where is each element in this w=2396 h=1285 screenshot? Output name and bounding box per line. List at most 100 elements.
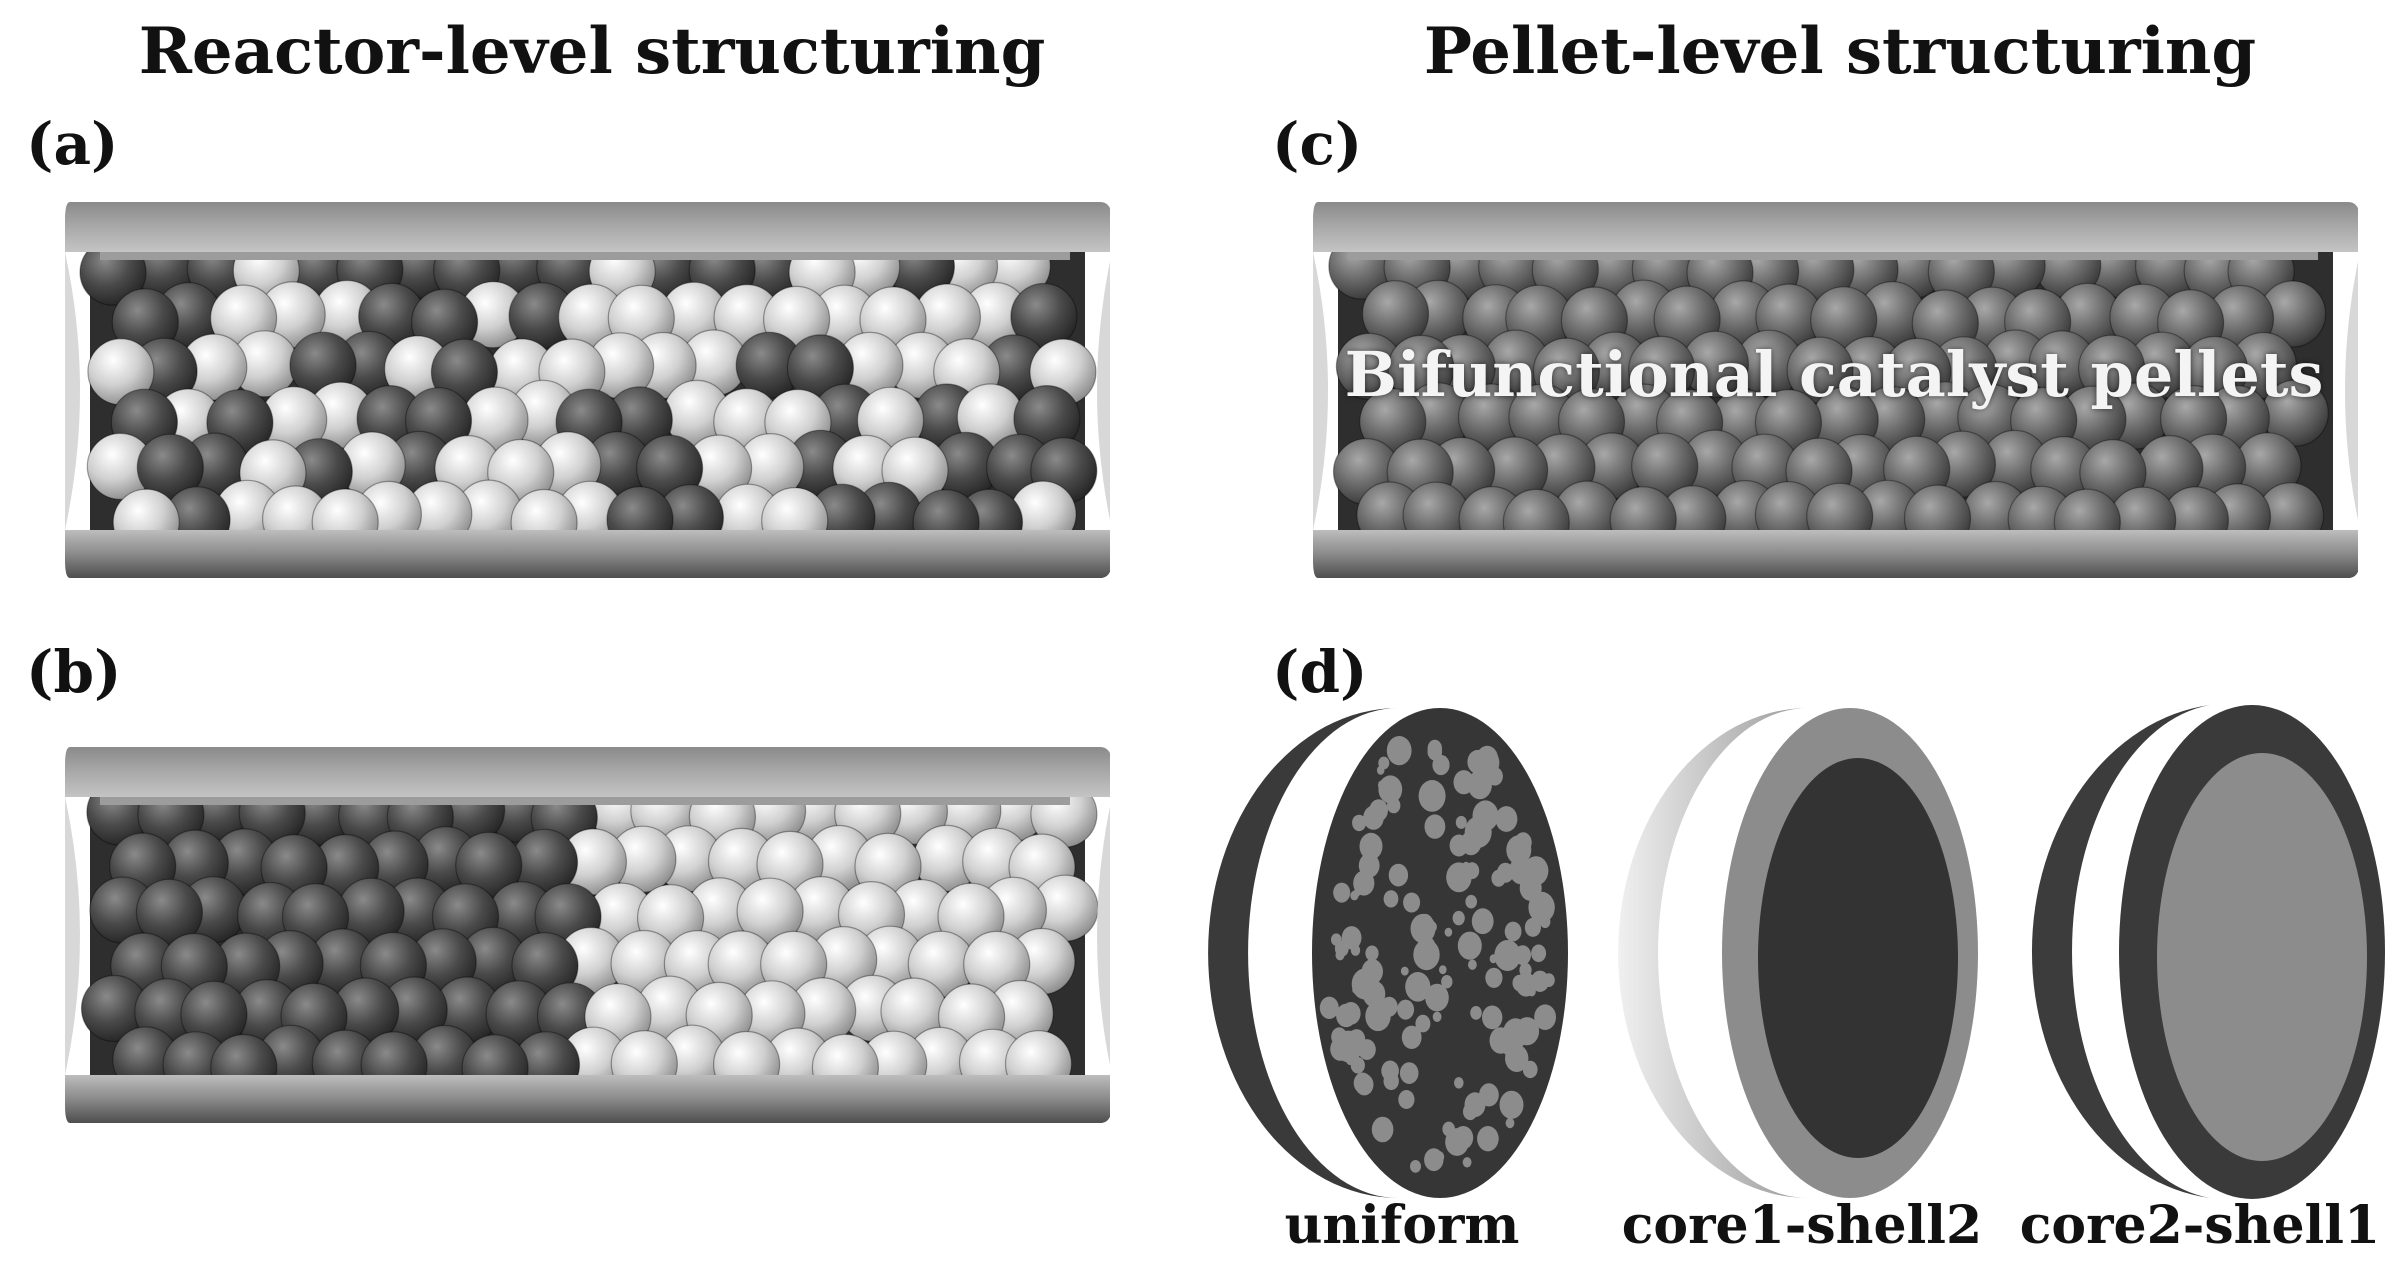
reactor-tube-mixed bbox=[65, 202, 1110, 578]
caption-uniform: uniform bbox=[1284, 1195, 1520, 1256]
pellet-core-face bbox=[2157, 753, 2367, 1161]
inclusion-dot bbox=[1531, 944, 1547, 963]
inclusion-dot bbox=[1495, 806, 1518, 832]
inclusion-dot bbox=[1398, 1090, 1415, 1109]
inclusion-dot bbox=[1363, 805, 1384, 830]
inclusion-dot bbox=[1489, 1027, 1512, 1054]
panel-label-c: (c) bbox=[1272, 110, 1363, 178]
pellet-bed-mixed bbox=[79, 229, 1098, 557]
inclusion-dot bbox=[1425, 983, 1449, 1012]
inclusion-dot bbox=[1485, 967, 1503, 988]
inclusion-dot bbox=[1444, 927, 1453, 937]
inclusion-dot bbox=[1369, 1001, 1381, 1015]
inclusion-dot bbox=[1452, 910, 1465, 926]
inclusion-dot bbox=[1424, 814, 1446, 839]
inclusion-dot bbox=[1378, 780, 1387, 790]
inclusion-dot bbox=[1432, 754, 1450, 776]
inclusion-dot bbox=[1415, 1014, 1431, 1033]
inclusion-dot bbox=[1449, 834, 1469, 857]
inclusion-dot bbox=[1468, 959, 1477, 970]
inclusion-dot bbox=[1350, 1057, 1365, 1074]
tube-left-opening bbox=[65, 252, 80, 530]
inclusion-dot bbox=[1355, 1073, 1374, 1096]
inclusion-dot bbox=[1413, 939, 1440, 971]
tube-bottom-wall bbox=[65, 1075, 1110, 1123]
inclusion-dot bbox=[1336, 1003, 1357, 1028]
inclusion-dot bbox=[1463, 1103, 1478, 1121]
inclusion-dot bbox=[1331, 933, 1342, 946]
pellet-core-face bbox=[1758, 758, 1958, 1158]
reactor-tube-bifunctional bbox=[1313, 202, 2358, 578]
tube-walls bbox=[1313, 202, 2358, 578]
inclusion-dot bbox=[1400, 966, 1409, 976]
inclusion-dot bbox=[1424, 1148, 1444, 1172]
tube-bottom-wall bbox=[65, 530, 1110, 578]
inclusion-dot bbox=[1489, 954, 1498, 964]
inclusion-dot bbox=[1465, 894, 1477, 909]
pellet-uniform bbox=[1208, 708, 1568, 1198]
inclusion-dot bbox=[1504, 921, 1522, 942]
inclusion-dot bbox=[1399, 1062, 1419, 1084]
inclusion-dot bbox=[1502, 1096, 1520, 1118]
inclusion-dot bbox=[1410, 1160, 1421, 1173]
tube-left-opening bbox=[1313, 252, 1328, 530]
inclusion-dot bbox=[1467, 770, 1492, 800]
tube-top-wall bbox=[65, 202, 1110, 252]
inclusion-dot bbox=[1387, 797, 1401, 814]
inclusion-dot bbox=[1505, 1117, 1515, 1129]
inclusion-dot bbox=[1475, 748, 1500, 778]
inclusion-dot bbox=[1427, 921, 1437, 933]
uniform-inclusions bbox=[1319, 736, 1556, 1173]
tube-top-wall bbox=[1313, 202, 2358, 252]
tube-right-opening bbox=[1097, 261, 1110, 521]
inclusion-dot bbox=[1522, 1060, 1538, 1079]
panel-label-a: (a) bbox=[26, 110, 119, 178]
inclusion-dot bbox=[1383, 1072, 1399, 1091]
inclusion-dot bbox=[1371, 1116, 1394, 1143]
inclusion-dot bbox=[1427, 739, 1442, 757]
inclusion-dot bbox=[1365, 945, 1379, 962]
panel-label-d: (d) bbox=[1272, 638, 1368, 706]
inclusion-dot bbox=[1470, 1006, 1482, 1020]
inclusion-dot bbox=[1512, 974, 1527, 992]
inclusion-dot bbox=[1319, 996, 1339, 1019]
inclusion-dot bbox=[1446, 862, 1472, 893]
inclusion-dot bbox=[1333, 882, 1351, 903]
tube-right-opening bbox=[2345, 261, 2358, 521]
inclusion-dot bbox=[1386, 736, 1412, 766]
inclusion-dot bbox=[1457, 931, 1482, 960]
inclusion-dot bbox=[1359, 832, 1383, 860]
inclusion-dot bbox=[1405, 972, 1431, 1002]
inclusion-dot bbox=[1519, 962, 1532, 978]
tube-inner-edge bbox=[100, 252, 1070, 260]
inclusion-dot bbox=[1351, 968, 1379, 1000]
pellet-core1-shell2 bbox=[1618, 708, 1978, 1198]
inclusion-dot bbox=[1462, 1157, 1472, 1168]
inclusion-dot bbox=[1454, 1077, 1464, 1089]
inclusion-dot bbox=[1353, 870, 1375, 896]
reactor-heading: Reactor-level structuring bbox=[138, 14, 1046, 89]
inclusion-dot bbox=[1439, 965, 1447, 975]
inclusion-dot bbox=[1403, 892, 1421, 913]
pellet-uniform-side bbox=[1208, 708, 1398, 1198]
inclusion-dot bbox=[1380, 996, 1398, 1017]
tube-right-opening bbox=[1097, 806, 1110, 1066]
pellet-bed-layered bbox=[80, 774, 1099, 1102]
inclusion-dot bbox=[1482, 1005, 1503, 1030]
inclusion-dot bbox=[1350, 944, 1361, 956]
inclusion-dot bbox=[1335, 1030, 1363, 1063]
inclusion-dot bbox=[1401, 1025, 1422, 1049]
tube-top-wall bbox=[65, 747, 1110, 797]
inclusion-dot bbox=[1494, 940, 1521, 971]
inclusion-dot bbox=[1441, 975, 1453, 989]
tube-inner-edge bbox=[1348, 252, 2318, 260]
inclusion-dot bbox=[1388, 863, 1409, 887]
inclusion-dot bbox=[1335, 949, 1345, 961]
pellet-shell-side bbox=[1618, 708, 1808, 1198]
inclusion-dot bbox=[1527, 986, 1536, 997]
reactor-tube-layered bbox=[65, 747, 1110, 1123]
inclusion-dot bbox=[1421, 795, 1430, 805]
inclusion-dot bbox=[1477, 1126, 1499, 1152]
bifunctional-label: Bifunctional catalyst pellets bbox=[1344, 338, 2324, 411]
inclusion-dot bbox=[1418, 780, 1446, 812]
